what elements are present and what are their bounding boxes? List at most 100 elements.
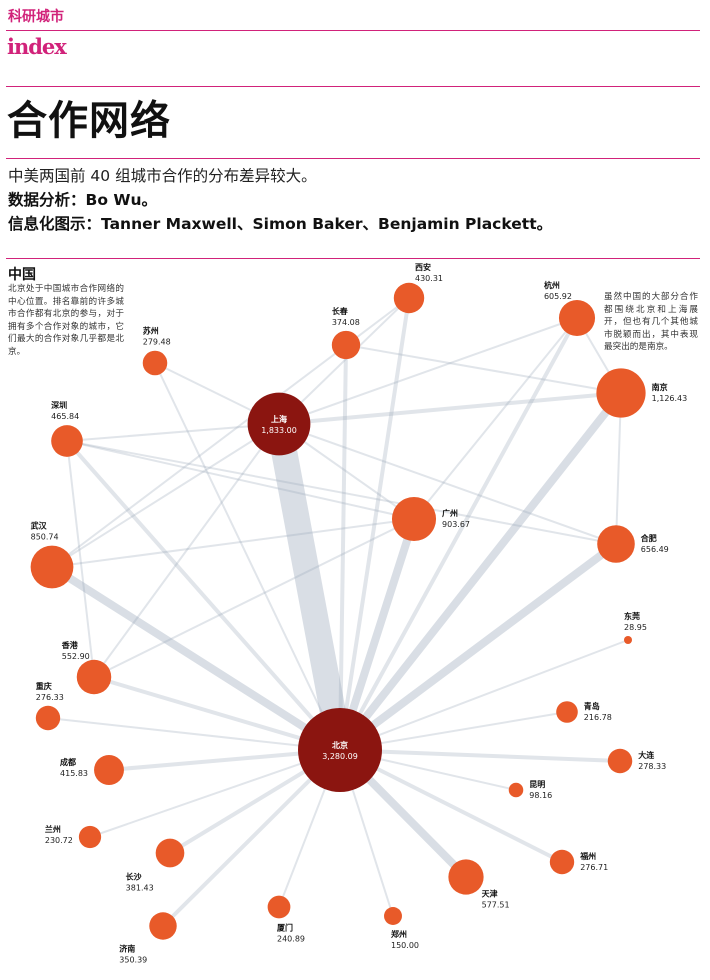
label-jinan-value: 350.39 bbox=[119, 956, 147, 965]
label-hongkong-name: 香港 bbox=[61, 640, 79, 650]
edge-shanghai-hefei bbox=[278, 423, 617, 545]
label-dongguan-name: 东莞 bbox=[624, 611, 640, 621]
edge-beijing-nanjing bbox=[336, 389, 625, 754]
label-tianjin-value: 577.51 bbox=[482, 901, 510, 910]
label-lanzhou-value: 230.72 bbox=[45, 836, 73, 845]
label-guangzhou-value: 903.67 bbox=[442, 520, 470, 529]
edge-shanghai-wuhan bbox=[51, 423, 280, 568]
section-label: 科研城市 bbox=[8, 9, 64, 25]
node-zhengzhou bbox=[384, 907, 402, 925]
node-hangzhou bbox=[558, 299, 596, 337]
node-dalian bbox=[607, 748, 633, 774]
label-hefei-value: 656.49 bbox=[641, 545, 669, 554]
label-wuhan-name: 武汉 bbox=[31, 521, 48, 531]
label-chengdu-name: 成都 bbox=[60, 757, 76, 767]
node-shanghai bbox=[247, 392, 311, 456]
node-changchun bbox=[331, 330, 361, 360]
node-changsha bbox=[155, 838, 185, 868]
edge-beijing-shanghai bbox=[266, 411, 353, 763]
edge-guangzhou-shenzhen bbox=[66, 440, 415, 520]
node-nanjing bbox=[596, 368, 646, 418]
label-chongqing-value: 276.33 bbox=[36, 693, 64, 702]
label-dongguan-value: 28.95 bbox=[624, 623, 647, 632]
node-guangzhou bbox=[391, 496, 437, 542]
label-suzhou-name: 苏州 bbox=[143, 326, 159, 336]
label-tianjin-name: 天津 bbox=[482, 889, 498, 899]
edge-beijing-chongqing bbox=[47, 717, 341, 751]
title-rule bbox=[6, 86, 700, 87]
label-xian-name: 西安 bbox=[415, 262, 431, 272]
node-kunming bbox=[508, 782, 524, 798]
label-kunming-name: 昆明 bbox=[529, 779, 545, 789]
edge-beijing-hangzhou bbox=[338, 316, 579, 752]
node-lanzhou bbox=[78, 825, 102, 849]
node-shenzhen bbox=[51, 425, 83, 457]
label-shanghai-name: 上海 bbox=[271, 414, 287, 424]
label-qingdao-value: 216.78 bbox=[584, 713, 612, 722]
header-rule bbox=[6, 30, 700, 31]
edge-layer bbox=[47, 296, 629, 928]
edge-shanghai-shenzhen bbox=[66, 423, 280, 442]
node-fuzhou bbox=[549, 849, 575, 875]
edge-beijing-lanzhou bbox=[89, 749, 341, 838]
node-hongkong bbox=[76, 659, 112, 695]
edge-beijing-hefei bbox=[336, 540, 620, 754]
edge-beijing-dongguan bbox=[339, 639, 629, 751]
node-chengdu bbox=[94, 755, 124, 785]
node-qingdao bbox=[556, 701, 578, 723]
label-changchun-value: 374.08 bbox=[332, 318, 360, 327]
label-shenzhen-name: 深圳 bbox=[51, 400, 67, 410]
edge-beijing-xian bbox=[338, 296, 411, 752]
label-hangzhou-value: 605.92 bbox=[544, 292, 572, 301]
edge-shenzhen-hefei bbox=[66, 440, 617, 545]
node-wuhan bbox=[30, 545, 74, 589]
edge-beijing-dalian bbox=[338, 748, 622, 763]
label-qingdao-name: 青岛 bbox=[584, 701, 600, 711]
edge-guangzhou-wuhan bbox=[51, 518, 415, 568]
label-chongqing-name: 重庆 bbox=[36, 681, 52, 691]
label-changchun-name: 长春 bbox=[332, 306, 348, 316]
label-dalian-name: 大连 bbox=[638, 750, 655, 760]
node-beijing bbox=[298, 708, 382, 792]
node-jinan bbox=[149, 912, 177, 940]
edge-beijing-shenzhen bbox=[65, 439, 342, 752]
node-chongqing bbox=[35, 705, 61, 731]
edge-shanghai-hongkong bbox=[93, 423, 280, 678]
label-hangzhou-name: 杭州 bbox=[544, 280, 560, 290]
label-beijing-name: 北京 bbox=[332, 740, 348, 750]
graphics-credit: 信息化图示：Tanner Maxwell、Simon Baker、Benjami… bbox=[8, 215, 553, 233]
label-beijing-value: 3,280.09 bbox=[322, 752, 358, 761]
edge-nanjing-hefei bbox=[615, 392, 622, 545]
edge-beijing-suzhou bbox=[154, 362, 341, 751]
label-chengdu-value: 415.83 bbox=[60, 769, 88, 778]
node-hefei bbox=[597, 525, 635, 563]
label-nanjing-value: 1,126.43 bbox=[652, 394, 688, 403]
region-title: 中国 bbox=[8, 267, 36, 283]
node-suzhou bbox=[142, 350, 168, 376]
label-xiamen-value: 240.89 bbox=[277, 934, 305, 943]
label-guangzhou-name: 广州 bbox=[442, 508, 458, 518]
edge-beijing-changchun bbox=[338, 343, 348, 752]
label-jinan-name: 济南 bbox=[119, 944, 135, 954]
note-nanjing: 虽然中国的大部分合作都围绕北京和上海展开，但也有几个其他城市脱颖而出，其中表现最… bbox=[604, 292, 698, 353]
label-zhengzhou-value: 150.00 bbox=[391, 941, 419, 950]
edge-hangzhou-guangzhou bbox=[413, 317, 578, 520]
node-layer: 北京3,280.09上海1,833.00南京1,126.43广州903.67武汉… bbox=[30, 262, 688, 965]
region-rule bbox=[6, 258, 700, 259]
edge-shanghai-nanjing bbox=[277, 391, 623, 426]
edge-beijing-wuhan bbox=[48, 563, 344, 754]
label-fuzhou-value: 276.71 bbox=[580, 863, 608, 872]
label-nanjing-name: 南京 bbox=[652, 382, 668, 392]
edge-guangzhou-hongkong bbox=[93, 518, 415, 678]
label-xiamen-name: 厦门 bbox=[277, 922, 293, 932]
label-kunming-value: 98.16 bbox=[529, 791, 552, 800]
subtitle: 中美两国前 40 组城市合作的分布差异较大。 bbox=[8, 167, 317, 185]
node-dongguan bbox=[624, 636, 632, 644]
label-xian-value: 430.31 bbox=[415, 274, 443, 283]
label-fuzhou-name: 福州 bbox=[579, 851, 596, 861]
page-title: 合作网络 bbox=[7, 98, 171, 144]
note-beijing: 北京处于中国城市合作网络的中心位置。排名靠前的许多城市合作都有北京的参与，对于拥… bbox=[8, 284, 124, 357]
label-dalian-value: 278.33 bbox=[638, 762, 666, 771]
node-xian bbox=[393, 282, 425, 314]
analysis-credit: 数据分析：Bo Wu。 bbox=[8, 191, 157, 209]
